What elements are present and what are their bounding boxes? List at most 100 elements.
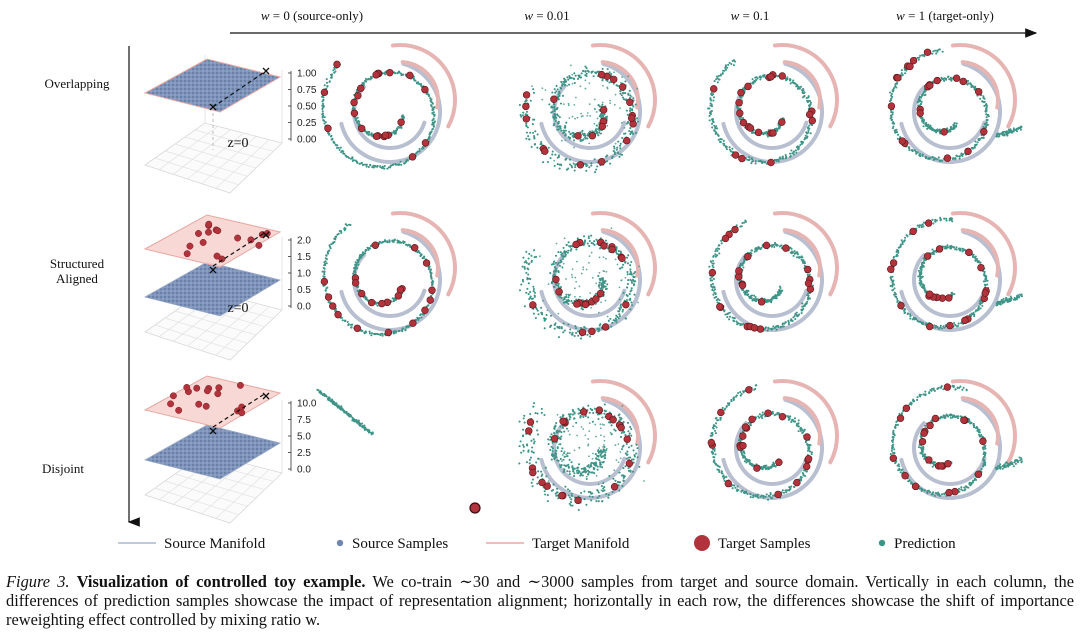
prediction-dot bbox=[357, 123, 360, 126]
prediction-dot bbox=[919, 96, 923, 99]
prediction-dot bbox=[792, 153, 796, 156]
prediction-dot bbox=[891, 111, 894, 114]
prediction-dot bbox=[779, 157, 782, 160]
prediction-dot bbox=[790, 252, 793, 255]
prediction-dot bbox=[570, 300, 573, 303]
prediction-dot bbox=[560, 260, 563, 263]
prediction-dot bbox=[890, 92, 893, 96]
prediction-dot bbox=[792, 316, 795, 319]
prediction-dot bbox=[708, 119, 711, 122]
prediction-dot bbox=[381, 165, 384, 168]
target-sample-dot bbox=[935, 245, 944, 253]
prediction-dot bbox=[613, 103, 616, 106]
prediction-dot bbox=[804, 134, 807, 137]
prediction-dot bbox=[892, 283, 896, 286]
prediction-dot bbox=[397, 125, 400, 128]
prediction-dot bbox=[777, 160, 780, 163]
prediction-dot bbox=[632, 132, 635, 135]
prediction-dot bbox=[1004, 298, 1007, 301]
prediction-dot bbox=[365, 428, 369, 431]
target-manifold-arc bbox=[400, 60, 440, 110]
prediction-dot bbox=[610, 325, 613, 328]
prediction-dot bbox=[896, 137, 899, 140]
prediction-dot bbox=[604, 454, 607, 457]
prediction-dot bbox=[712, 285, 715, 288]
prediction-dot bbox=[750, 249, 753, 252]
prediction-dot bbox=[579, 76, 583, 79]
prediction-dot bbox=[358, 255, 361, 258]
target-sample-dot bbox=[214, 227, 222, 235]
prediction-dot bbox=[543, 327, 546, 330]
prediction-dot bbox=[579, 337, 583, 340]
target-sample-dot bbox=[578, 328, 587, 337]
prediction-dot bbox=[604, 239, 608, 242]
prediction-dot bbox=[594, 107, 596, 110]
prediction-dot bbox=[572, 132, 575, 135]
prediction-dot bbox=[634, 131, 637, 134]
prediction-dot bbox=[922, 125, 925, 128]
prediction-dot bbox=[601, 79, 604, 82]
prediction-dot bbox=[943, 326, 946, 329]
prediction-dot bbox=[518, 103, 521, 107]
prediction-dot bbox=[531, 131, 535, 134]
grid-line bbox=[215, 139, 270, 189]
prediction-dot bbox=[548, 103, 551, 106]
prediction-dot bbox=[711, 259, 715, 262]
prediction-dot bbox=[602, 450, 605, 453]
prediction-dot bbox=[532, 91, 535, 94]
prediction-dot bbox=[953, 321, 956, 325]
prediction-dot bbox=[598, 281, 601, 284]
prediction-dot bbox=[632, 284, 635, 287]
target-sample-dot bbox=[329, 302, 337, 310]
prediction-dot bbox=[959, 249, 962, 252]
target-sample-dot bbox=[199, 239, 207, 246]
prediction-dot bbox=[1006, 299, 1009, 302]
prediction-dot bbox=[324, 121, 327, 124]
prediction-dot bbox=[735, 224, 738, 227]
target-sample-dot bbox=[946, 321, 954, 330]
prediction-dot bbox=[624, 132, 627, 135]
prediction-dot bbox=[748, 295, 751, 298]
slice-line bbox=[212, 70, 267, 108]
prediction-dot bbox=[583, 325, 586, 329]
tick-label: 0.00 bbox=[297, 135, 317, 146]
target-sample-dot bbox=[923, 48, 932, 56]
target-sample-dot bbox=[804, 265, 812, 274]
target-sample-dot bbox=[757, 298, 766, 306]
prediction-dot bbox=[808, 99, 811, 102]
prediction-dot bbox=[323, 275, 326, 278]
prediction-dot bbox=[917, 58, 920, 61]
prediction-dot bbox=[784, 157, 787, 160]
prediction-dot bbox=[601, 115, 604, 118]
prediction-dot bbox=[582, 268, 585, 271]
prediction-dot bbox=[896, 133, 900, 136]
prediction-dot bbox=[738, 118, 742, 121]
prediction-dot bbox=[619, 81, 622, 84]
prediction-dot bbox=[518, 289, 522, 292]
prediction-dot bbox=[973, 315, 976, 318]
prediction-dot bbox=[583, 239, 587, 242]
prediction-dot bbox=[522, 256, 525, 259]
prediction-dot bbox=[629, 127, 632, 130]
prediction-dot bbox=[976, 309, 979, 312]
prediction-dot bbox=[1015, 129, 1018, 132]
prediction-dot bbox=[343, 227, 346, 230]
prediction-dot bbox=[711, 264, 714, 267]
prediction-dot bbox=[760, 246, 763, 249]
target-sample-dot bbox=[923, 252, 932, 260]
prediction-dot bbox=[622, 92, 625, 95]
prediction-dot bbox=[580, 115, 583, 118]
prediction-dot bbox=[586, 242, 589, 245]
prediction-dot bbox=[555, 456, 558, 459]
prediction-dot bbox=[715, 125, 718, 128]
target-sample-dot bbox=[213, 252, 221, 260]
prediction-dot bbox=[805, 132, 809, 135]
prediction-dot bbox=[953, 126, 956, 129]
prediction-dot bbox=[937, 156, 940, 159]
prediction-dot bbox=[576, 260, 578, 263]
prediction-dot bbox=[892, 279, 895, 282]
prediction-dot bbox=[630, 260, 633, 264]
prediction-dot bbox=[419, 255, 422, 258]
prediction-dot bbox=[775, 159, 778, 162]
target-sample-dot bbox=[778, 72, 786, 80]
